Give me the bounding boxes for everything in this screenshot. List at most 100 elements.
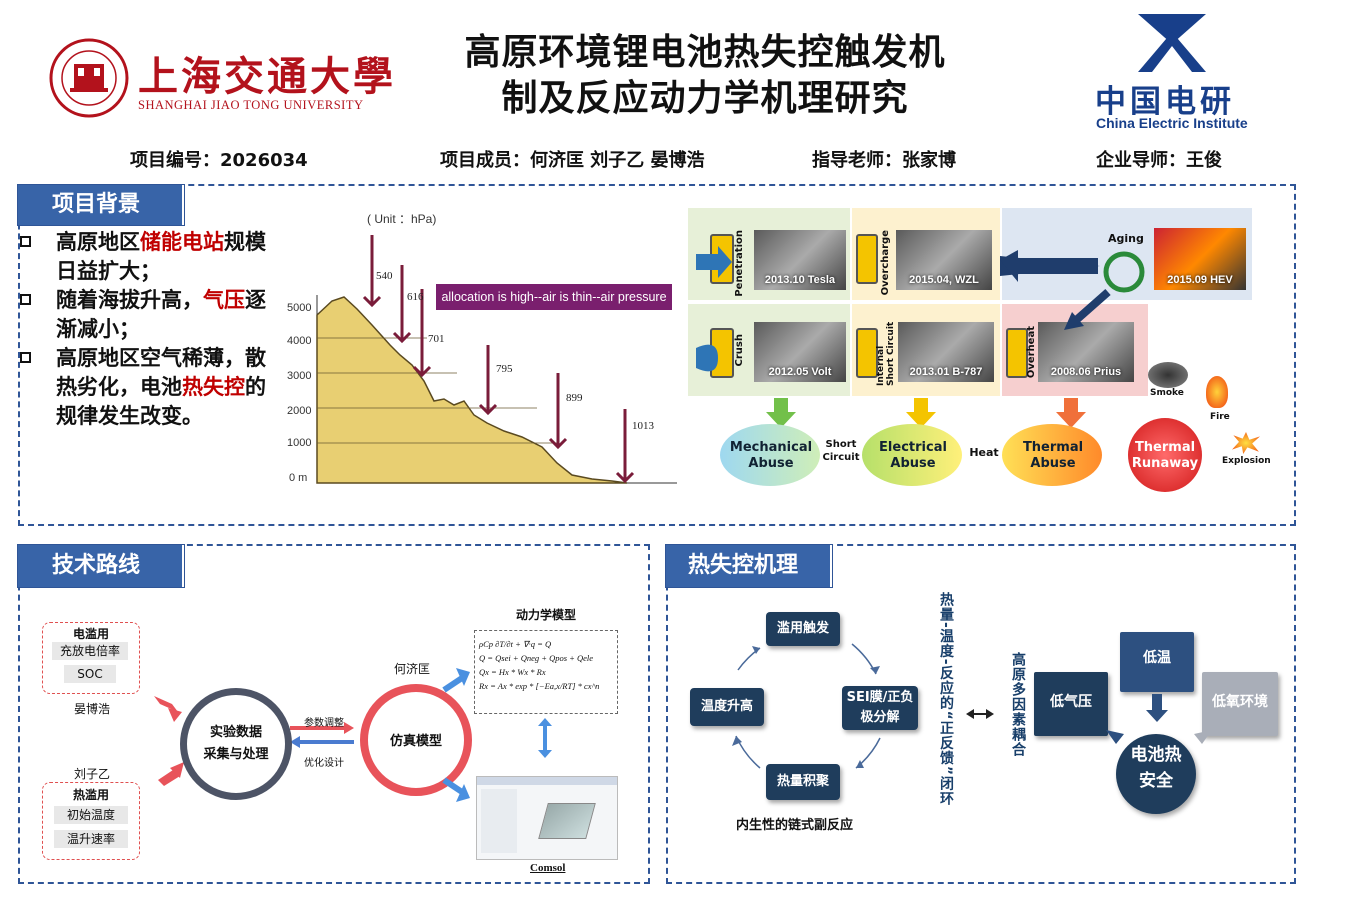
photo-b787: 2013.01 B-787	[898, 322, 994, 382]
cycle-arrows	[732, 643, 881, 769]
bullet-item: 高原地区空气稀薄，散	[20, 344, 282, 373]
background-panel	[18, 184, 1296, 526]
result-explosion: Explosion	[1222, 456, 1271, 466]
stage-electrical	[862, 424, 962, 486]
node-sei-decomposition: SEI膜/正负极分解	[842, 686, 918, 730]
y-tick: 3000	[287, 370, 311, 382]
heat-abuse-group	[42, 782, 140, 860]
photo-tesla: 2013.10 Tesla	[754, 230, 846, 290]
pressure-label: 616	[407, 291, 424, 303]
temp-rise-chip: 温升速率	[54, 830, 128, 848]
kinetic-title: 动力学模型	[516, 608, 577, 622]
pressure-diagram: ( Unit ：hPa) 5000 4000 3000 2000 1000 0 …	[282, 205, 682, 495]
person-yan: 晏博浩	[74, 702, 111, 716]
battery-icon	[856, 234, 878, 284]
positive-feedback-label: 热量-温度-反应的“正反馈”闭环	[938, 592, 954, 807]
soc-chip: SOC	[64, 665, 116, 683]
result-fire: Fire	[1210, 412, 1230, 422]
pressure-label: 701	[428, 333, 445, 345]
smoke-icon	[1148, 362, 1188, 388]
stage-thermal-label: Thermal Abuse	[1022, 440, 1084, 471]
mechanism-panel	[666, 544, 1296, 884]
equation-box: ρCp ∂T/∂t + ∇·q = Q Q = Qsei + Qneg + Qp…	[474, 630, 618, 714]
bullet-continuation: 渐减小；	[56, 317, 140, 341]
battery-icon	[1006, 328, 1028, 378]
poster-title: 高原环境锂电池热失控触发机 制及反应动力学机理研究	[464, 32, 946, 119]
stage-runaway-label: Thermal Runaway	[1131, 440, 1199, 471]
abuse-arrows	[696, 246, 1145, 428]
stage-mechanical-label: Mechanical Abuse	[729, 440, 813, 471]
node-abuse-trigger: 滥用触发	[766, 612, 840, 646]
experiment-label: 实验数据 采集与处理	[203, 725, 269, 762]
experiment-circle	[180, 688, 292, 800]
factor-low-oxygen: 低氧环境	[1202, 672, 1278, 736]
init-temp-chip: 初始温度	[54, 806, 128, 824]
stage-runaway	[1128, 418, 1202, 492]
pressure-label: 1013	[632, 420, 655, 432]
result-smoke: Smoke	[1150, 388, 1184, 398]
stage-electrical-label: Electrical Abuse	[879, 440, 947, 471]
double-arrow-horizontal	[966, 706, 994, 720]
equation-1: ρCp ∂T/∂t + ∇·q = Q	[479, 639, 552, 649]
sjtu-name-cn: 上海交通大學	[138, 53, 396, 100]
pressure-banner: allocation is high--air is thin--air pre…	[436, 284, 672, 330]
mechanism-title: 热失控机理	[666, 545, 832, 587]
battery-safety-circle	[1116, 734, 1196, 814]
tech-title: 技术路线	[18, 545, 184, 587]
equation-4: Rx = Ax * exp * [−Ea,x/RT] * cx^n	[479, 681, 600, 691]
photo-hev: 2015.09 HEV	[1154, 228, 1246, 290]
factor-low-pressure: 低气压	[1034, 672, 1108, 736]
person-he: 何济匡	[394, 662, 431, 676]
y-tick: 0 m	[289, 472, 307, 484]
equation-3: Qx = Hx * Wx * Rx	[479, 667, 546, 677]
battery-icon	[856, 328, 878, 378]
rate-chip: 充放电倍率	[52, 642, 128, 660]
link-heat: Heat	[969, 446, 999, 459]
cei-name-cn: 中国电研	[1095, 84, 1235, 120]
abuse-diagram: 2013.10 Tesla 2015.04, WZL 2015.09 HEV 2…	[688, 208, 1288, 498]
pressure-label: 899	[566, 392, 583, 404]
tech-panel	[18, 544, 650, 884]
tech-route-arrows	[154, 696, 354, 786]
advisor: 指导老师：张家博	[812, 150, 956, 171]
simulation-label: 仿真模型	[389, 734, 442, 749]
equation-2: Q = Qsei + Qneg + Qpos + Qele	[479, 653, 594, 663]
project-number: 项目编号：2026034	[130, 150, 308, 171]
elec-abuse-title: 电滥用	[72, 627, 109, 641]
fire-icon	[1206, 376, 1228, 408]
bullet-continuation: 热劣化，电池热失控的	[56, 375, 266, 399]
comsol-screenshot	[476, 776, 618, 860]
background-title: 项目背景	[18, 185, 184, 225]
param-adjust-label: 参数调整	[304, 718, 344, 729]
sjtu-name-en: SHANGHAI JIAO TONG UNIVERSITY	[138, 98, 364, 112]
photo-prius: 2008.06 Prius	[1038, 322, 1134, 382]
y-tick: 1000	[287, 437, 311, 449]
cei-name-en: China Electric Institute	[1096, 115, 1248, 131]
multi-factor-label: 高原多因素耦合	[1010, 652, 1026, 757]
industry-mentor: 企业导师：王俊	[1096, 150, 1222, 171]
simulation-circle	[360, 684, 472, 796]
battery-safety-label: 电池热安全	[1130, 745, 1182, 791]
link-short-circuit: Short Circuit	[822, 439, 860, 463]
chain-reaction-caption: 内生性的链式副反应	[736, 818, 854, 833]
cei-logo-mark	[1132, 14, 1212, 72]
node-heat-accumulation: 热量积聚	[766, 764, 840, 800]
pressure-label: 540	[376, 270, 393, 282]
elec-abuse-group	[42, 622, 140, 694]
y-tick: 4000	[287, 335, 311, 347]
comsol-label: Comsol	[530, 862, 566, 874]
bullet-item: 随着海拔升高，气压逐	[20, 286, 282, 315]
sjtu-logo	[44, 38, 136, 120]
bullet-continuation: 日益扩大；	[56, 259, 161, 283]
stage-mechanical	[720, 424, 820, 486]
stage-thermal	[1002, 424, 1102, 486]
photo-volt: 2012.05 Volt	[754, 322, 846, 382]
project-members: 项目成员：何济匡 刘子乙 晏博浩	[440, 150, 705, 171]
bullet-continuation: 规律发生改变。	[56, 404, 203, 428]
aging-label: Aging	[1108, 232, 1144, 245]
person-liu: 刘子乙	[74, 767, 111, 781]
pressure-label: 795	[496, 363, 513, 375]
factor-low-temp: 低温	[1120, 632, 1194, 692]
optimize-label: 优化设计	[304, 758, 344, 769]
node-temp-rise: 温度升高	[690, 688, 764, 726]
